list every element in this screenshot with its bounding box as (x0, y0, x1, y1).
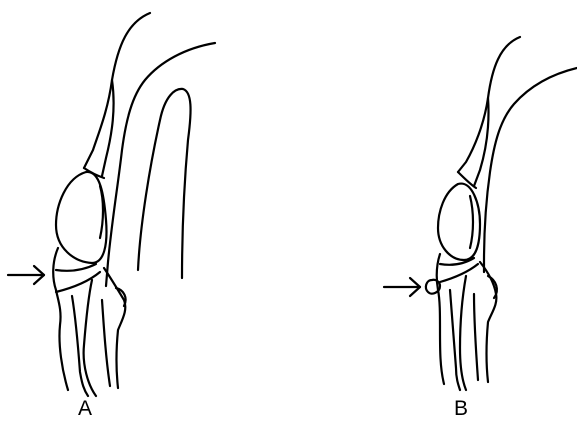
panel-a-lower-middle (84, 280, 96, 396)
panel-a-posterior-contour (106, 43, 215, 286)
arrow-right-icon (8, 266, 44, 284)
panel-a-lower-narrow (102, 300, 110, 386)
panel-b-oval-divider (470, 196, 473, 248)
panel-b-lower-middle (460, 276, 466, 390)
panel-b-lower-left-contour (437, 254, 444, 384)
panel-a-lower-band-1 (56, 264, 96, 271)
panel-label-b: B (454, 398, 468, 419)
panel-b-posterior-contour (484, 68, 577, 272)
panel-a-lower-inner (72, 296, 88, 396)
arrow-right-icon (384, 278, 420, 296)
panel-a-loop (138, 89, 191, 278)
panel-a-lower-band-2 (56, 272, 100, 292)
panel-b-lower-inner (450, 290, 460, 390)
panel-b-lower-narrow (474, 294, 478, 380)
panel-a-large-oval (56, 172, 106, 263)
panel-a-oval-divider (100, 186, 103, 238)
panel-label-a: A (78, 398, 92, 419)
panel-b-lower-band-2 (440, 264, 478, 282)
panel-a-upper-segment (84, 13, 150, 168)
panel-a-drawing (53, 13, 215, 396)
panel-b-small-hook (488, 276, 497, 298)
panel-a-upper-segment-inner (102, 80, 114, 176)
panel-b-drawing (426, 37, 577, 390)
